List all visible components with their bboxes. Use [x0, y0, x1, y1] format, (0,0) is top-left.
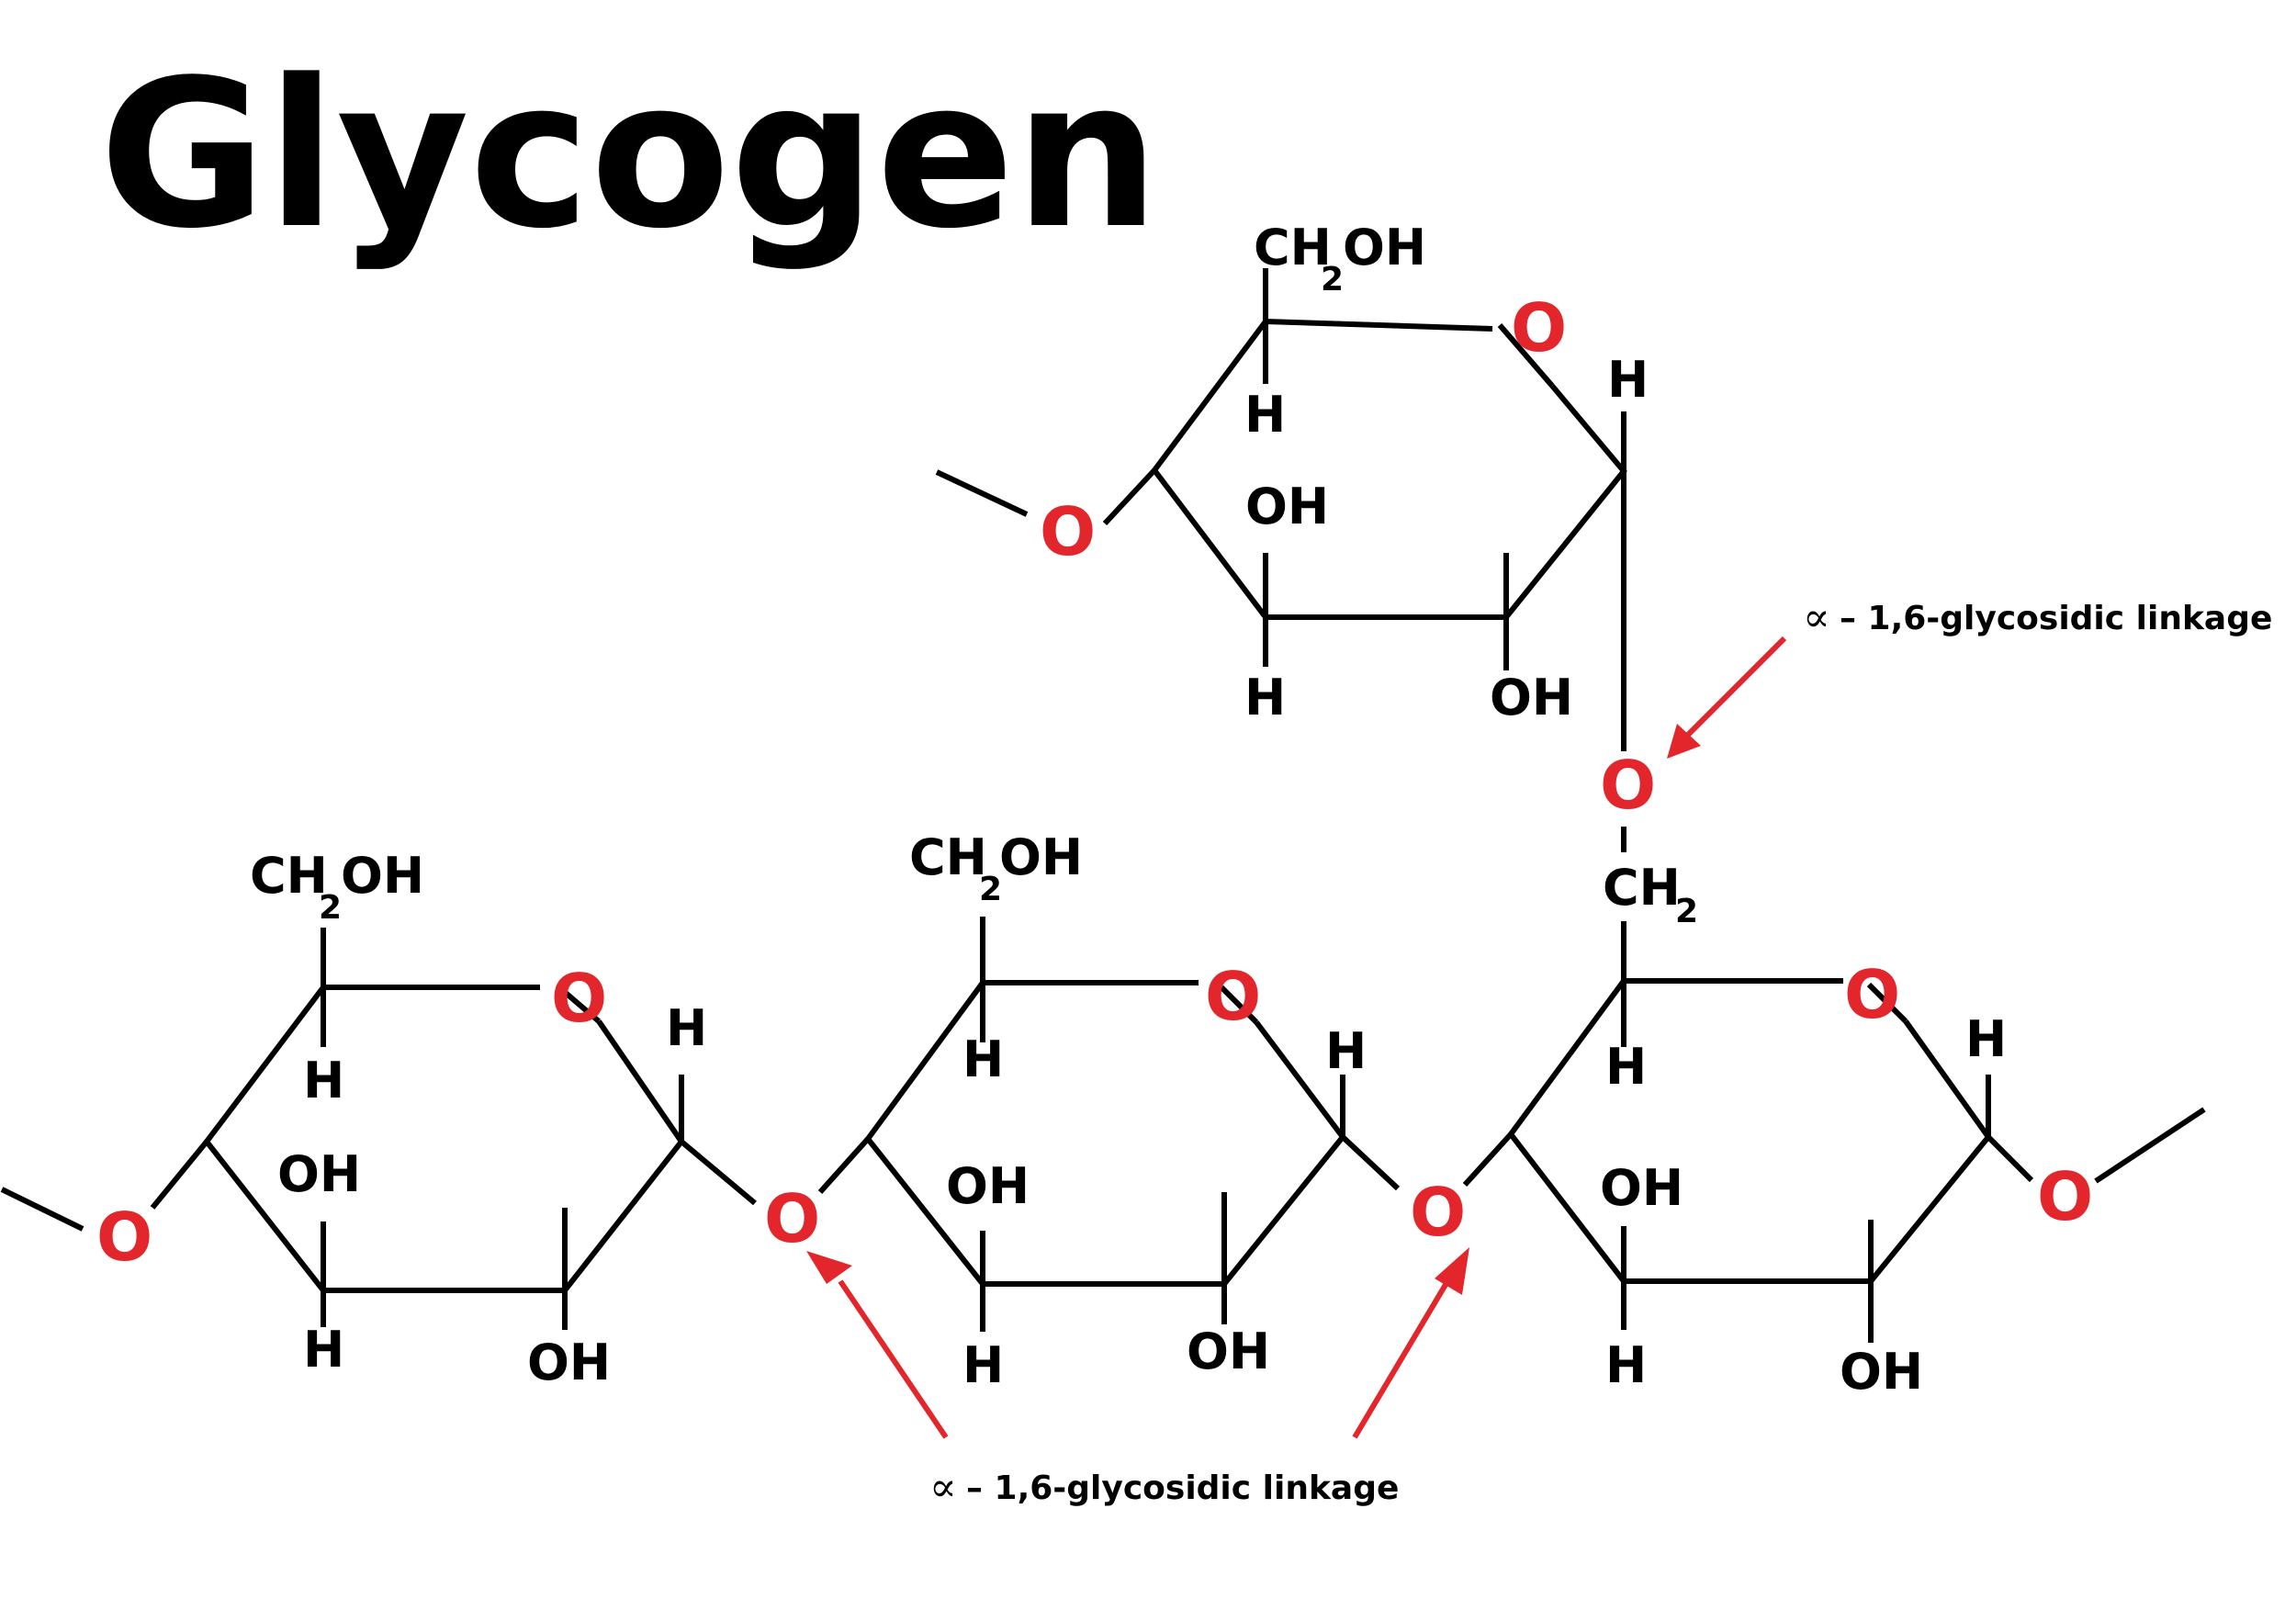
ring-3-o1-oxygen: O: [2037, 1158, 2093, 1235]
ring-top-c4-h: H: [1244, 669, 1286, 726]
ring-2-ch2oh-ch: CH: [909, 828, 987, 886]
annotation-top-text: – 1,6-glycosidic linkage: [1840, 600, 2272, 637]
ring-1-ch2oh-oh: OH: [341, 847, 424, 905]
ring-1-o4-oxygen: O: [96, 1199, 152, 1276]
ring-top-c5-h: H: [1244, 386, 1286, 444]
glucose-ring-top: O O CH 2 OH H H OH H OH: [935, 219, 1649, 751]
ring-top-c1-h: H: [1607, 351, 1649, 409]
glucose-ring-3: O O H H OH H OH: [1462, 956, 2206, 1401]
ring-2-oxygen: O: [1205, 958, 1261, 1035]
linkage-arrow-top: [1667, 636, 1787, 759]
ring-1-c2-oh: OH: [527, 1334, 611, 1391]
annotation-top-alpha: ∝: [1803, 594, 1830, 641]
ring-top-oxygen: O: [1511, 289, 1567, 366]
ring-top-ch2oh-oh: OH: [1343, 219, 1426, 276]
ring-2-ch2oh-oh: OH: [999, 828, 1083, 886]
ring-2-c2-oh: OH: [1187, 1323, 1270, 1380]
ring-1-c3-oh: OH: [277, 1145, 361, 1203]
ring-3-c3-oh: OH: [1600, 1159, 1683, 1217]
branch-ch2-subscript: 2: [1675, 893, 1698, 930]
ring-top-ch2oh-ch: CH: [1254, 219, 1332, 276]
ring-2-c4-h: H: [962, 1336, 1004, 1394]
branch-linkage-oxygen: O: [1600, 747, 1656, 824]
ring-2-c1-h: H: [1325, 1022, 1367, 1080]
ring-1-ch2oh-subscript: 2: [319, 889, 342, 927]
ring-3-oxygen: O: [1844, 956, 1900, 1033]
ring-1-c1-h: H: [666, 999, 707, 1057]
ring-1-ch2oh-ch: CH: [250, 847, 328, 905]
ring-2-c3-oh: OH: [946, 1157, 1030, 1215]
ring-1-c5-h: H: [303, 1052, 344, 1109]
ring-top-o4-oxygen: O: [1040, 493, 1096, 570]
ring-top-c2-oh: OH: [1490, 669, 1573, 726]
annotation-bottom: ∝ – 1,6-glycosidic linkage: [929, 1464, 1399, 1511]
ring-3-c5-h: H: [1605, 1038, 1647, 1096]
glucose-ring-2: O CH 2 OH H H OH H OH: [817, 828, 1401, 1394]
ring-top-c3-oh: OH: [1245, 478, 1329, 535]
linkage-arrow-right: [1352, 1247, 1469, 1439]
annotation-bottom-text: – 1,6-glycosidic linkage: [966, 1469, 1399, 1507]
diagram-title: Glycogen: [99, 37, 1160, 274]
linkage-2-oxygen: O: [1410, 1174, 1466, 1251]
ring-2-c5-h: H: [962, 1030, 1004, 1088]
branch-linkage: O CH 2: [1600, 747, 1698, 981]
annotation-bottom-alpha: ∝: [929, 1464, 957, 1511]
annotation-top: ∝ – 1,6-glycosidic linkage: [1803, 594, 2272, 641]
ring-3-c2-oh: OH: [1840, 1343, 1923, 1401]
glucose-ring-1: O O CH 2 OH H H OH H OH: [0, 847, 757, 1391]
branch-ch2: CH: [1603, 859, 1681, 917]
ring-2-ch2oh-subscript: 2: [979, 871, 1002, 908]
linkage-1-oxygen: O: [764, 1180, 820, 1257]
linkage-arrow-left: [806, 1251, 949, 1439]
ring-3-c1-h: H: [1965, 1010, 2007, 1068]
ring-1-c4-h: H: [303, 1321, 344, 1379]
ring-3-c4-h: H: [1605, 1336, 1647, 1394]
ring-1-oxygen: O: [551, 960, 607, 1037]
ring-top-ch2oh-subscript: 2: [1321, 261, 1344, 298]
